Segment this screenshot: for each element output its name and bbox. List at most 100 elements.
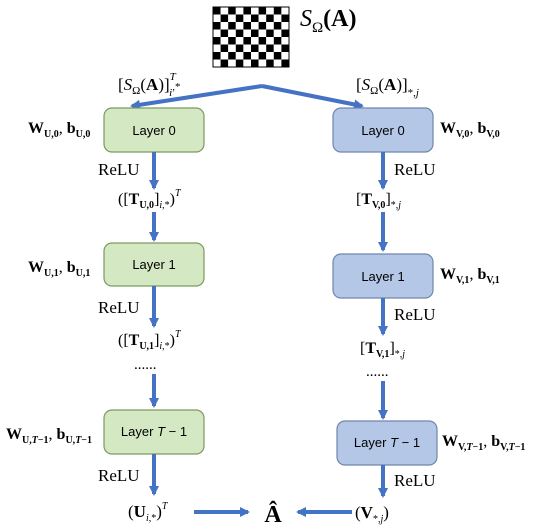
right-input-label: [SΩ(A)]*,j bbox=[356, 75, 419, 99]
checker-cell bbox=[243, 29, 251, 37]
checker-cell bbox=[258, 14, 267, 22]
checker-cell bbox=[213, 14, 221, 22]
checker-cell bbox=[273, 22, 282, 30]
checker-cell bbox=[258, 37, 267, 45]
right-layer-0-params: WV,0, bV,0 bbox=[440, 120, 500, 140]
checker-cell bbox=[251, 44, 259, 52]
checker-cell bbox=[281, 44, 289, 52]
arrow-matrix-to-left bbox=[130, 84, 263, 110]
left-activation-last: ReLU bbox=[98, 466, 140, 485]
checker-cell bbox=[228, 14, 236, 22]
checker-cell bbox=[251, 37, 259, 45]
checker-cell bbox=[266, 44, 274, 52]
checker-cell bbox=[251, 52, 259, 60]
checker-cell bbox=[228, 59, 236, 67]
left-layer-1-label: Layer 1 bbox=[132, 257, 175, 272]
checker-cell bbox=[273, 29, 282, 37]
checker-cell bbox=[251, 7, 259, 15]
checker-cell bbox=[273, 44, 282, 52]
checker-cell bbox=[266, 59, 274, 67]
right-output-final: (V*,j) bbox=[355, 503, 389, 525]
checker-cell bbox=[281, 22, 289, 30]
left-activation-1: ReLU bbox=[98, 298, 140, 317]
checker-cell bbox=[273, 37, 282, 45]
checker-cell bbox=[235, 29, 244, 37]
checker-cell bbox=[228, 7, 236, 15]
checker-cell bbox=[273, 52, 282, 60]
checker-cell bbox=[235, 44, 244, 52]
right-activation-1: ReLU bbox=[394, 305, 436, 324]
left-layer-0-params: WU,0, bU,0 bbox=[28, 120, 90, 140]
checker-cell bbox=[220, 29, 229, 37]
right-layer-last-label: Layer T − 1 bbox=[354, 435, 420, 450]
matrix-label-arg: (A) bbox=[323, 6, 356, 32]
checker-cell bbox=[228, 29, 236, 37]
checker-cell bbox=[258, 29, 267, 37]
checker-cell bbox=[243, 22, 251, 30]
matrix-title: SΩ(A) bbox=[300, 6, 356, 36]
checker-cell bbox=[235, 52, 244, 60]
checker-cell bbox=[213, 59, 221, 67]
left-layer-last-label: Layer T − 1 bbox=[121, 424, 187, 439]
result-label: Â bbox=[264, 501, 282, 528]
checker-cell bbox=[228, 37, 236, 45]
right-output-0: [TV,0]*,j bbox=[356, 191, 401, 211]
left-layer-1-params: WU,1, bU,1 bbox=[28, 259, 90, 279]
left-output-1: ([TU,1]i,*)T bbox=[118, 329, 182, 352]
left-activation-0: ReLU bbox=[98, 160, 140, 179]
checker-cell bbox=[213, 22, 221, 30]
checker-cell bbox=[220, 7, 229, 15]
checker-border bbox=[212, 6, 290, 68]
checker-cell bbox=[281, 14, 289, 22]
right-layer-1-label: Layer 1 bbox=[361, 269, 404, 284]
checker-cell bbox=[213, 7, 221, 15]
checker-cell bbox=[228, 44, 236, 52]
checker-cell bbox=[228, 22, 236, 30]
checker-cell bbox=[266, 37, 274, 45]
right-ellipsis: ...... bbox=[366, 364, 389, 380]
checker-cell bbox=[243, 7, 251, 15]
checker-cell bbox=[251, 59, 259, 67]
checker-cell bbox=[220, 22, 229, 30]
checker-cell bbox=[235, 7, 244, 15]
left-layer-last-params: WU,T−1, bU,T−1 bbox=[6, 426, 92, 446]
checker-cell bbox=[273, 7, 282, 15]
left-output-0: ([TU,0]i,*)T bbox=[118, 188, 182, 211]
checker-cell bbox=[243, 52, 251, 60]
checker-cell bbox=[220, 59, 229, 67]
checker-cell bbox=[266, 29, 274, 37]
checker-cell bbox=[213, 37, 221, 45]
checker-cell bbox=[258, 22, 267, 30]
left-ellipsis: ...... bbox=[134, 357, 157, 373]
checker-cell bbox=[251, 22, 259, 30]
checker-cell bbox=[220, 44, 229, 52]
checker-cell bbox=[266, 7, 274, 15]
checker-cell bbox=[243, 59, 251, 67]
checker-cell bbox=[266, 14, 274, 22]
checker-cell bbox=[251, 29, 259, 37]
left-layer-0-label: Layer 0 bbox=[132, 123, 175, 138]
checker-cell bbox=[281, 37, 289, 45]
checker-cell bbox=[258, 44, 267, 52]
checker-cell bbox=[235, 59, 244, 67]
right-layer-last-box bbox=[336, 420, 438, 466]
right-activation-last: ReLU bbox=[394, 471, 436, 490]
sampled-matrix-icon bbox=[212, 6, 290, 68]
checker-cell bbox=[213, 44, 221, 52]
checker-cell bbox=[281, 52, 289, 60]
checker-cell bbox=[273, 14, 282, 22]
checker-cell bbox=[281, 7, 289, 15]
arrow-matrix-to-right bbox=[261, 84, 364, 110]
checker-cell bbox=[235, 22, 244, 30]
matrix-label-s: S bbox=[300, 6, 312, 32]
checker-cell bbox=[281, 59, 289, 67]
right-layer-1-params: WV,1, bV,1 bbox=[440, 266, 500, 286]
checker-cell bbox=[258, 52, 267, 60]
checker-cell bbox=[251, 14, 259, 22]
checker-cell bbox=[235, 14, 244, 22]
right-activation-0: ReLU bbox=[394, 160, 436, 179]
checker-cell bbox=[228, 52, 236, 60]
checker-cell bbox=[243, 14, 251, 22]
